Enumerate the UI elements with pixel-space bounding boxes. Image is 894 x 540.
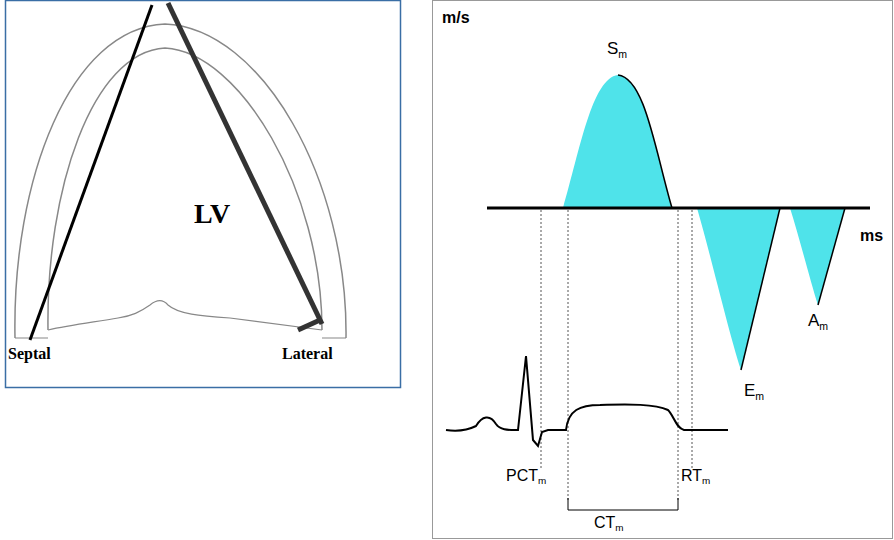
axis-unit: ms [860,228,883,244]
wave-label: Em [744,382,764,401]
wall-base [15,337,346,338]
early-diastolic-wave [697,208,780,370]
outer-wall [15,24,346,338]
wall-label: Septal [8,346,51,362]
valve-plane [48,300,322,330]
wave-label: Am [808,312,828,331]
systolic-wave [563,75,672,208]
axis-unit: m/s [442,10,470,26]
ecg-trace [446,356,728,446]
inner-wall [48,48,322,330]
wave-label: Sm [607,40,627,59]
panel-frame [6,1,401,388]
interval-label: CTm [594,515,624,533]
septal-line [30,5,152,340]
interval-bracket [568,498,678,510]
chamber-label: LV [194,200,230,228]
time-axis [487,207,870,210]
lateral-line [168,3,322,324]
interval-label: PCTm [506,468,546,486]
wave-edge [818,208,845,305]
interval-label: RTm [681,468,710,486]
sample-gate [298,320,320,330]
panel-frame [433,1,893,539]
wave-edge [618,75,672,208]
late-diastolic-wave [790,208,845,305]
wall-label: Lateral [282,346,333,362]
wave-edge [741,208,780,370]
timing-lines [541,210,692,500]
